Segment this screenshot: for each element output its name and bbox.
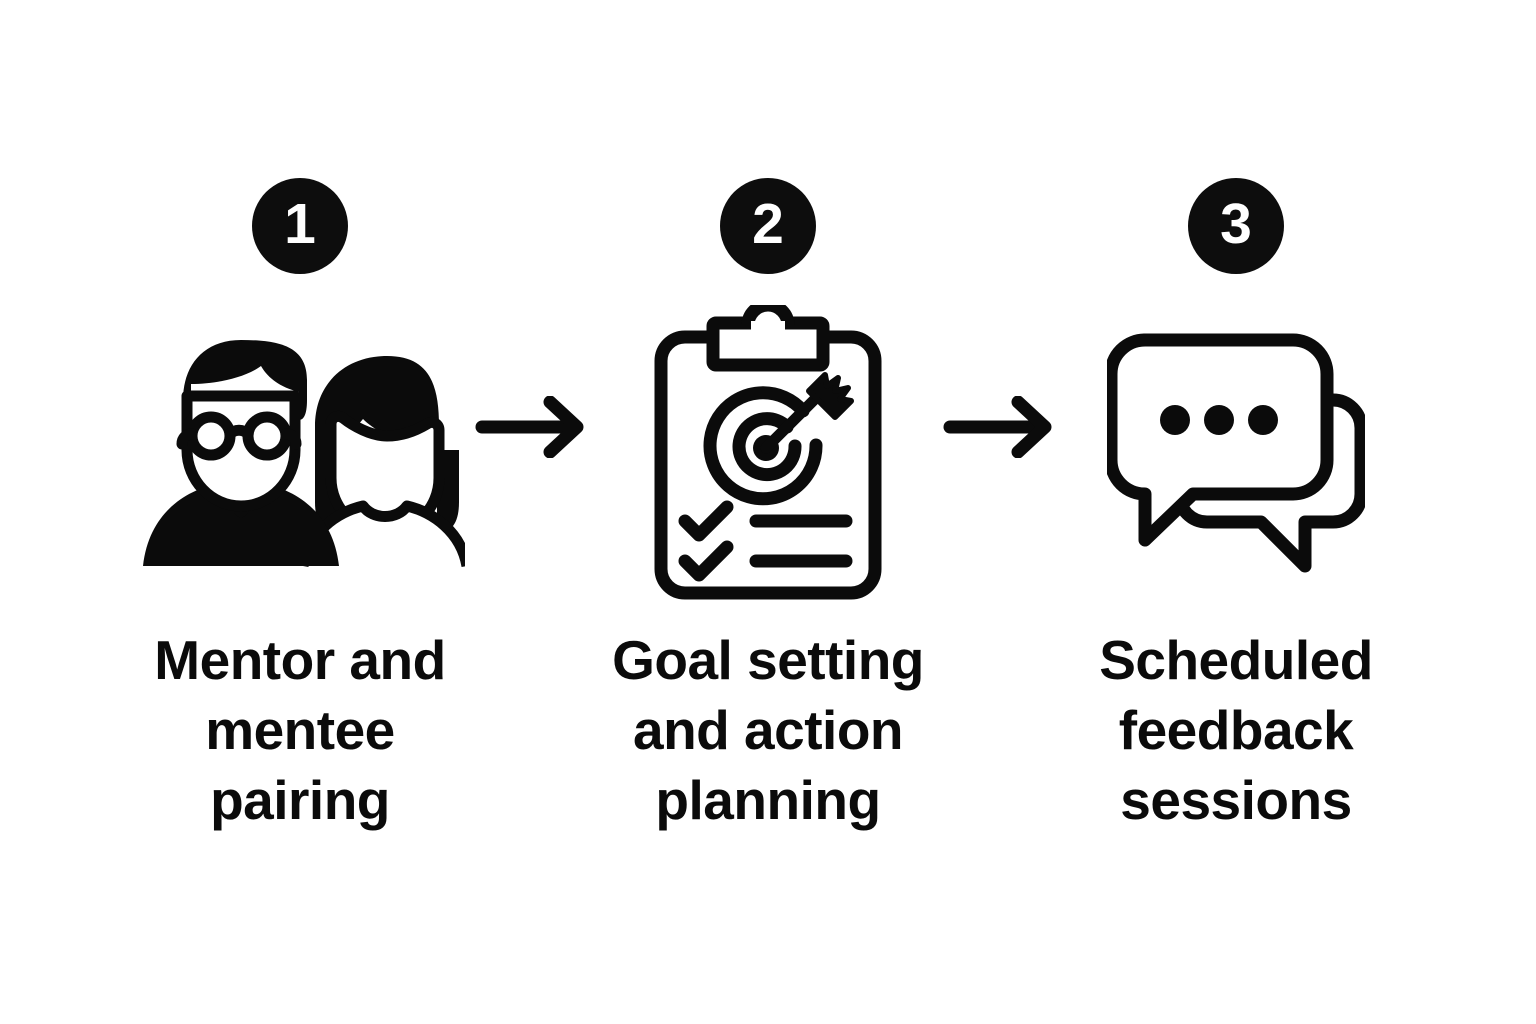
speech-bubbles-icon <box>1107 303 1365 603</box>
step-3: 3 Scheduled feedback sessions <box>1066 0 1406 835</box>
two-people-icon <box>135 303 465 603</box>
clipboard-target-checklist-icon <box>653 303 883 603</box>
step-number-badge-3: 3 <box>1188 178 1284 274</box>
arrow-2-to-3 <box>938 0 1066 458</box>
arrow-1-to-2 <box>470 0 598 458</box>
step-label-1: Mentor and mentee pairing <box>154 629 446 831</box>
step-label-3: Scheduled feedback sessions <box>1099 629 1373 831</box>
step-2: 2 <box>598 0 938 835</box>
step-1: 1 <box>130 0 470 835</box>
step-number-badge-2: 2 <box>720 178 816 274</box>
step-label-2: Goal setting and action planning <box>612 629 924 831</box>
step-number-badge-1: 1 <box>252 178 348 274</box>
